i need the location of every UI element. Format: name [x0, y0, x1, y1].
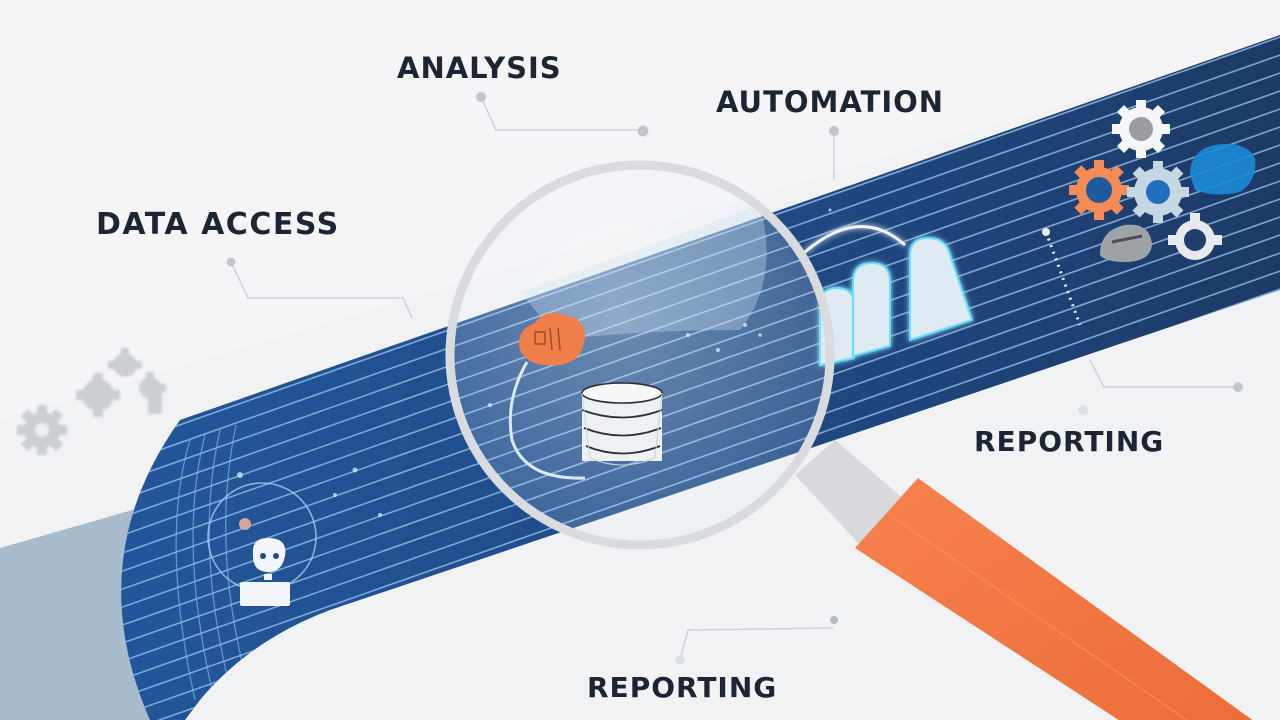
label-reporting-right: REPORTING: [974, 425, 1165, 458]
label-data-access: DATA ACCESS: [96, 207, 340, 242]
robot-icon: [207, 482, 317, 606]
connector-dots: [226, 92, 1243, 665]
magnifying-glass-icon: [445, 160, 1253, 720]
cloud-server-icon: [519, 312, 585, 366]
label-analysis: ANALYSIS: [397, 51, 562, 85]
database-icon: [581, 382, 663, 466]
connector-lines: [230, 96, 1238, 661]
label-reporting-bottom: REPORTING: [587, 671, 778, 704]
bar-chart-icon: [804, 225, 974, 367]
label-automation: AUTOMATION: [716, 85, 945, 119]
